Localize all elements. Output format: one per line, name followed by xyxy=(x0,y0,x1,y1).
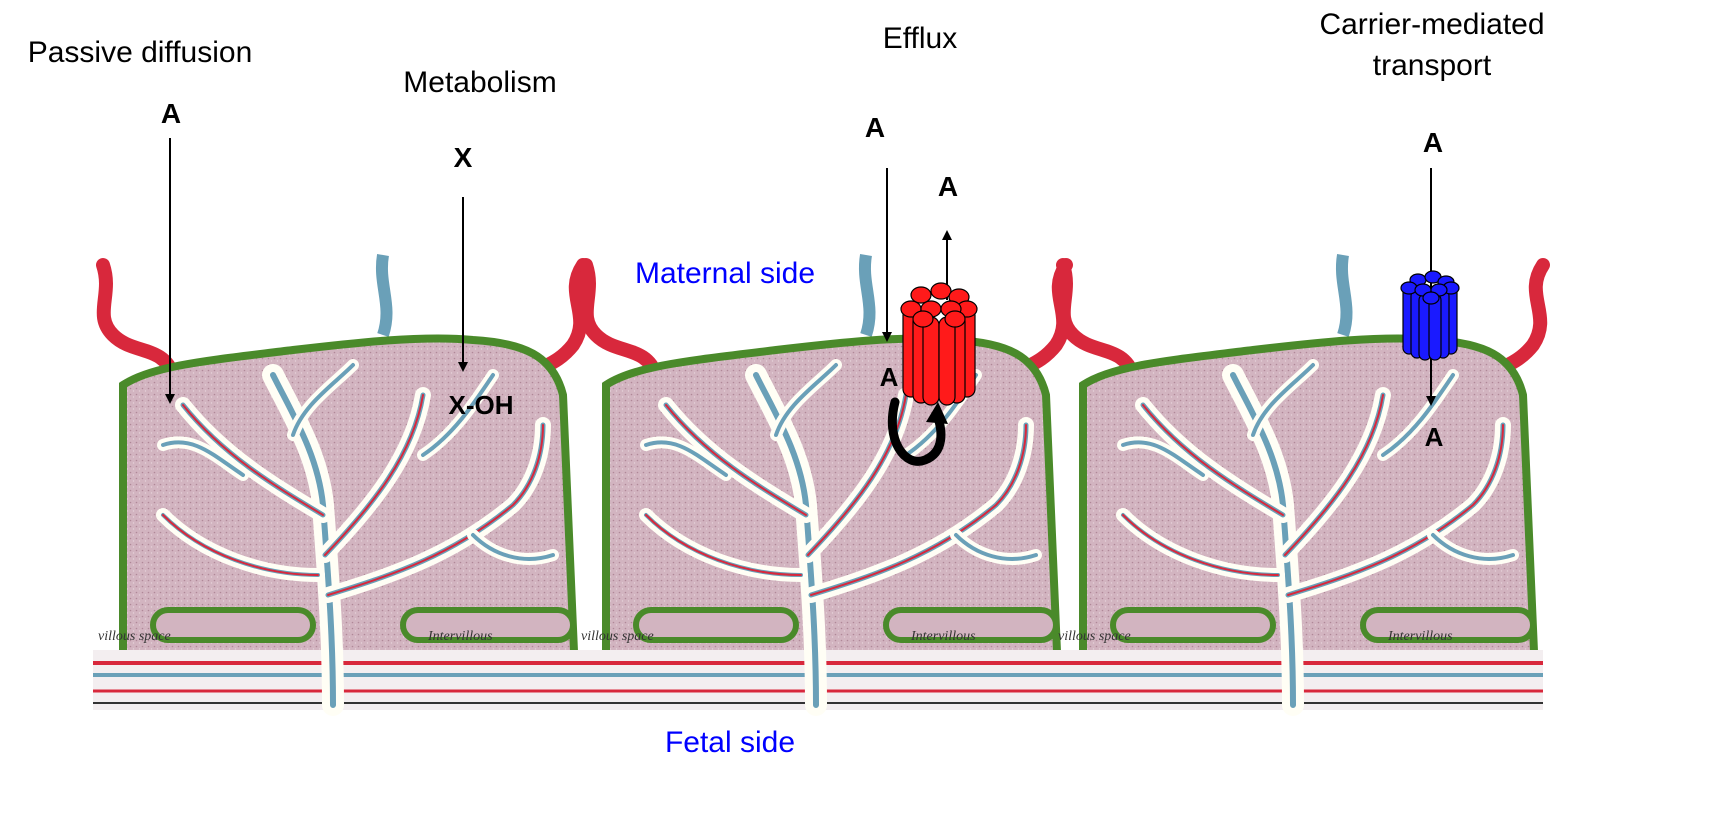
heading-transport: transport xyxy=(1373,49,1492,82)
maternal-side-label: Maternal side xyxy=(635,257,815,290)
heading-metabolism: Metabolism xyxy=(403,66,556,99)
heading-efflux: Efflux xyxy=(883,22,958,55)
red-channel-protein-icon xyxy=(901,283,977,405)
molecule-a-efflux-inner: A xyxy=(880,362,899,392)
placenta-panel-3: villous space Intervillous xyxy=(1053,255,1543,710)
tissue-caption-left: villous space xyxy=(1058,629,1131,644)
molecule-a-efflux-out: A xyxy=(938,171,958,202)
tissue-caption-right: Intervillous xyxy=(427,629,493,644)
placenta-panel-2: villous space Intervillous xyxy=(576,255,1066,710)
molecule-x: X xyxy=(454,142,473,173)
placenta-panel-1: villous space Intervillous xyxy=(93,255,583,710)
heading-passive-diffusion: Passive diffusion xyxy=(28,36,253,69)
tissue-caption-right: Intervillous xyxy=(910,629,976,644)
fetal-side-label: Fetal side xyxy=(665,726,795,759)
heading-carrier-mediated: Carrier-mediated xyxy=(1319,8,1544,41)
molecule-a-carrier-top: A xyxy=(1423,127,1443,158)
molecule-a-carrier-bottom: A xyxy=(1425,422,1444,452)
molecule-a-efflux-top: A xyxy=(865,112,885,143)
molecule-a-passive: A xyxy=(161,98,181,129)
tissue-caption-left: villous space xyxy=(581,629,654,644)
tissue-caption-left: villous space xyxy=(98,629,171,644)
tissue-caption-right: Intervillous xyxy=(1387,629,1453,644)
metabolite-x-oh: X-OH xyxy=(449,390,514,420)
